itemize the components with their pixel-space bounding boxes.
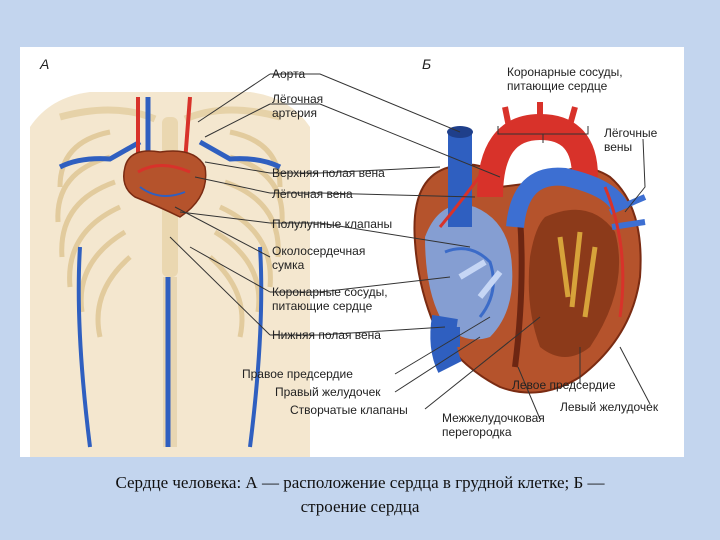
label-interventricular-septum: Межжелудочковая перегородка [442,411,545,439]
label-superior-vena-cava: Верхняя полая вена [272,166,385,180]
torso-figure [30,92,310,457]
label-pericardium-line2: сумка [272,258,305,272]
label-interventricular-septum-line1: Межжелудочковая [442,411,545,425]
label-pericardium-line1: Околосердечная [272,244,366,258]
label-pulmonary-veins: Лёгочные вены [604,126,657,154]
label-pulmonary-artery: Лёгочная артерия [272,92,323,120]
figure-caption: Сердце человека: А — расположение сердца… [40,471,680,519]
heart-cross-section [413,102,647,394]
label-pulmonary-artery-line2: артерия [272,106,317,120]
label-semilunar-valves: Полулунные клапаны [272,217,393,231]
figure-panel: А Б Аорта Лёгочная артерия Верхняя полая… [20,47,684,457]
label-pulmonary-vein: Лёгочная вена [272,187,353,201]
leader-lines [169,73,651,420]
label-pulmonary-veins-line1: Лёгочные [604,126,658,140]
label-left-atrium: Левое предсердие [512,378,616,392]
label-coronary-vessels-top: Коронарные сосуды, питающие сердце [507,65,623,93]
label-interventricular-septum-line2: перегородка [442,425,512,439]
label-pulmonary-artery-line1: Лёгочная [272,92,324,106]
label-left-ventricle: Левый желудочек [560,400,659,414]
label-coronary-vessels-left: Коронарные сосуды, питающие сердце [272,285,388,313]
label-pulmonary-veins-line2: вены [604,140,633,154]
label-coronary-vessels-left-line1: Коронарные сосуды, [272,285,388,299]
label-aorta: Аорта [272,67,306,81]
panel-b-letter: Б [422,56,432,72]
heart-illustration [30,73,651,457]
caption-line2: строение сердца [300,497,420,516]
label-right-atrium: Правое предсердие [242,367,353,381]
panel-a-letter: А [40,56,50,72]
label-coronary-vessels-top-line2: питающие сердце [507,79,608,93]
label-inferior-vena-cava: Нижняя полая вена [272,328,381,342]
label-coronary-vessels-left-line2: питающие сердце [272,299,373,313]
label-right-ventricle: Правый желудочек [275,385,381,399]
label-leaflet-valves: Створчатые клапаны [290,403,408,417]
caption-line1: Сердце человека: А — расположение сердца… [115,473,605,492]
label-pericardium: Околосердечная сумка [272,244,365,272]
label-coronary-vessels-top-line1: Коронарные сосуды, [507,65,623,79]
